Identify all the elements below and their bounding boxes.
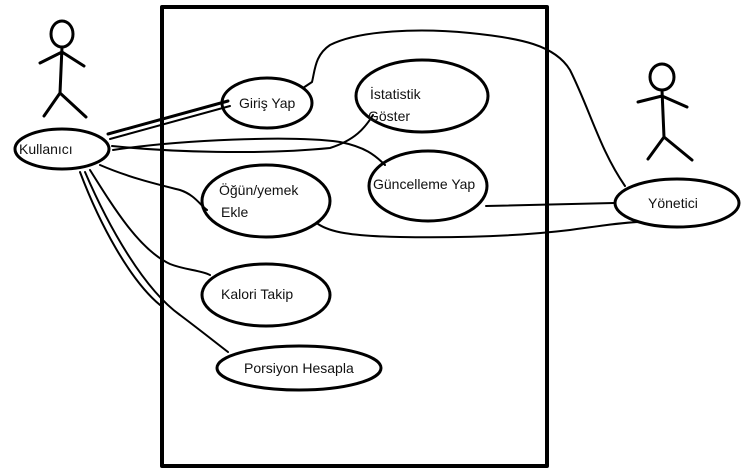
assoc-user-portion [84, 171, 229, 353]
actor-admin-head [648, 62, 676, 92]
assoc-admin-meal [317, 221, 641, 239]
usecase-add-meal: Öğün/yemek Ekle [200, 163, 332, 239]
assoc-admin-stats [302, 29, 626, 187]
actor-user-body [38, 45, 88, 119]
usecase-update-ellipse [367, 149, 489, 223]
usecase-stats-ellipse [354, 58, 490, 134]
assoc-user-portion-2 [79, 171, 161, 306]
actor-user-head [49, 19, 75, 49]
assoc-user-update [112, 137, 386, 166]
usecase-login: Giriş Yap [220, 76, 314, 130]
usecase-portion-label: Porsiyon Hesapla [244, 360, 354, 376]
system-boundary [160, 5, 549, 468]
actor-admin-box [613, 177, 741, 229]
usecase-stats-label-line1: İstatistik [370, 85, 422, 102]
usecase-calorie: Kalori Takip [200, 262, 332, 328]
assoc-user-stats [111, 114, 374, 154]
usecase-login-label: Giriş Yap [239, 95, 295, 111]
actor-admin-label: Yönetici [648, 195, 698, 211]
usecase-portion-ellipse [215, 344, 383, 392]
usecase-portion: Porsiyon Hesapla [215, 344, 383, 392]
usecase-update-label: Güncelleme Yap [373, 176, 475, 192]
usecase-add-meal-label-line2: Ekle [221, 204, 248, 220]
associations [79, 29, 641, 353]
usecase-add-meal-label-line1: Öğün/yemek [219, 181, 299, 198]
assoc-user-meal [99, 164, 208, 211]
assoc-user-login [106, 99, 230, 136]
actor-user-label: Kullanıcı [19, 141, 73, 157]
assoc-user-calorie [89, 169, 211, 276]
usecase-update: Güncelleme Yap [367, 149, 489, 223]
actor-user: Kullanıcı [13, 19, 111, 171]
usecase-stats: İstatistik Göster [354, 58, 490, 134]
assoc-admin-update [485, 202, 615, 207]
usecase-calorie-label: Kalori Takip [221, 286, 293, 302]
usecase-login-ellipse [220, 76, 314, 130]
usecase-calorie-ellipse [200, 262, 332, 328]
actor-user-box [13, 127, 111, 171]
actor-admin-body [636, 88, 694, 162]
assoc-user-login-2 [109, 105, 231, 140]
actor-admin: Yönetici [613, 62, 741, 229]
usecase-stats-label-line2: Göster [368, 108, 410, 124]
usecase-add-meal-ellipse [200, 163, 332, 239]
